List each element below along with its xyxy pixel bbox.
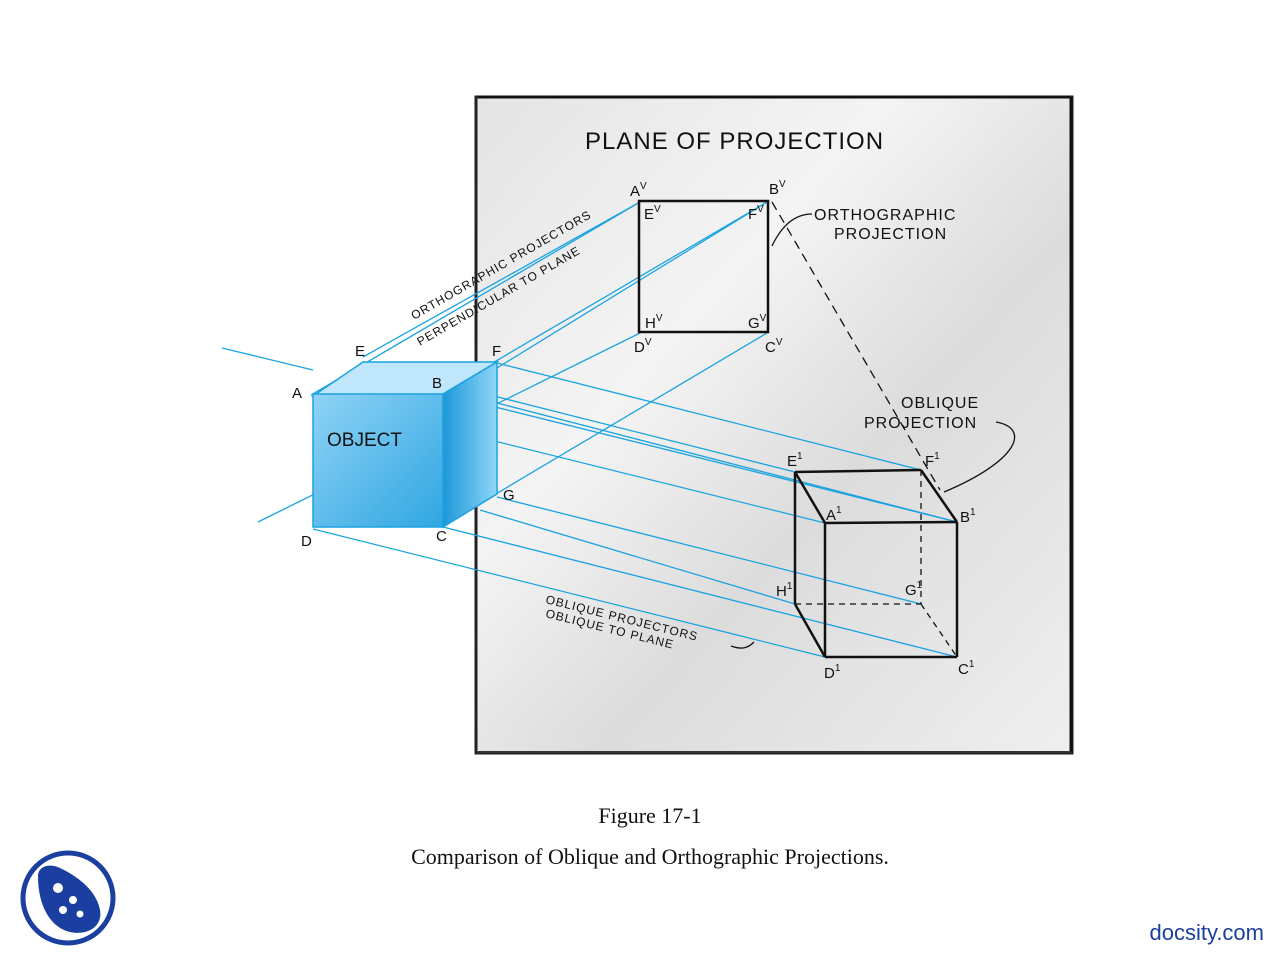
oblique-vertex-f: F1 [925,451,940,470]
oblique-projection-leader [943,421,1016,493]
object-vertex-labels: A E F B G D C [292,343,515,550]
docsity-logo-icon [20,850,116,946]
vertex-b: B [432,375,442,392]
oblique-vertex-h: H1 [776,581,793,600]
oblique-projectors-leader [730,641,755,649]
ortho-projection-note: ORTHOGRAPHIC PROJECTION [771,207,956,247]
vertex-c: C [436,528,447,545]
oblique-vertex-a: A1 [826,505,842,524]
ortho-projection-line2: PROJECTION [834,226,947,243]
vertex-a: A [292,385,302,402]
oblique-vertex-e: E1 [787,451,803,470]
oblique-projection-line1: OBLIQUE [901,395,979,412]
ortho-vertex-d: DV [634,337,652,356]
oblique-vertex-b: B1 [960,507,976,526]
plane-title: PLANE OF PROJECTION [585,128,884,155]
oblique-vertex-g: G1 [905,580,923,599]
ortho-projection-line1: ORTHOGRAPHIC [814,207,956,224]
dashed-connector [771,201,941,491]
vertex-e: E [355,343,365,360]
vertex-g: G [503,487,515,504]
oblique-vertex-labels: E1 F1 A1 B1 H1 G1 D1 C1 [776,451,976,682]
ortho-vertex-a: AV [630,181,647,200]
ortho-vertex-g: GV [748,313,767,332]
oblique-projection-cube [793,468,959,659]
figure-caption: Comparison of Oblique and Orthographic P… [411,844,889,869]
brand-link[interactable]: docsity.com [1149,920,1264,945]
vertex-d: D [301,533,312,550]
oblique-projection-line2: PROJECTION [864,415,977,432]
object-label: OBJECT [327,430,402,451]
figure-number: Figure 17-1 [598,803,702,828]
object-cube [310,360,500,529]
oblique-vertex-d: D1 [824,663,841,682]
ortho-vertex-h: HV [645,313,663,332]
oblique-projection-note: OBLIQUE PROJECTION [864,395,1016,493]
ortho-projection-leader [771,213,813,247]
ortho-vertex-e: EV [644,204,661,223]
ortho-vertex-b: BV [769,179,786,198]
ortho-vertex-c: CV [765,337,783,356]
vertex-f: F [492,343,501,360]
ortho-vertex-f: FV [748,204,764,223]
ortho-vertex-labels: AV BV EV FV HV GV DV CV [630,179,786,356]
oblique-vertex-c: C1 [958,659,975,678]
orthographic-projection-square [637,199,770,334]
